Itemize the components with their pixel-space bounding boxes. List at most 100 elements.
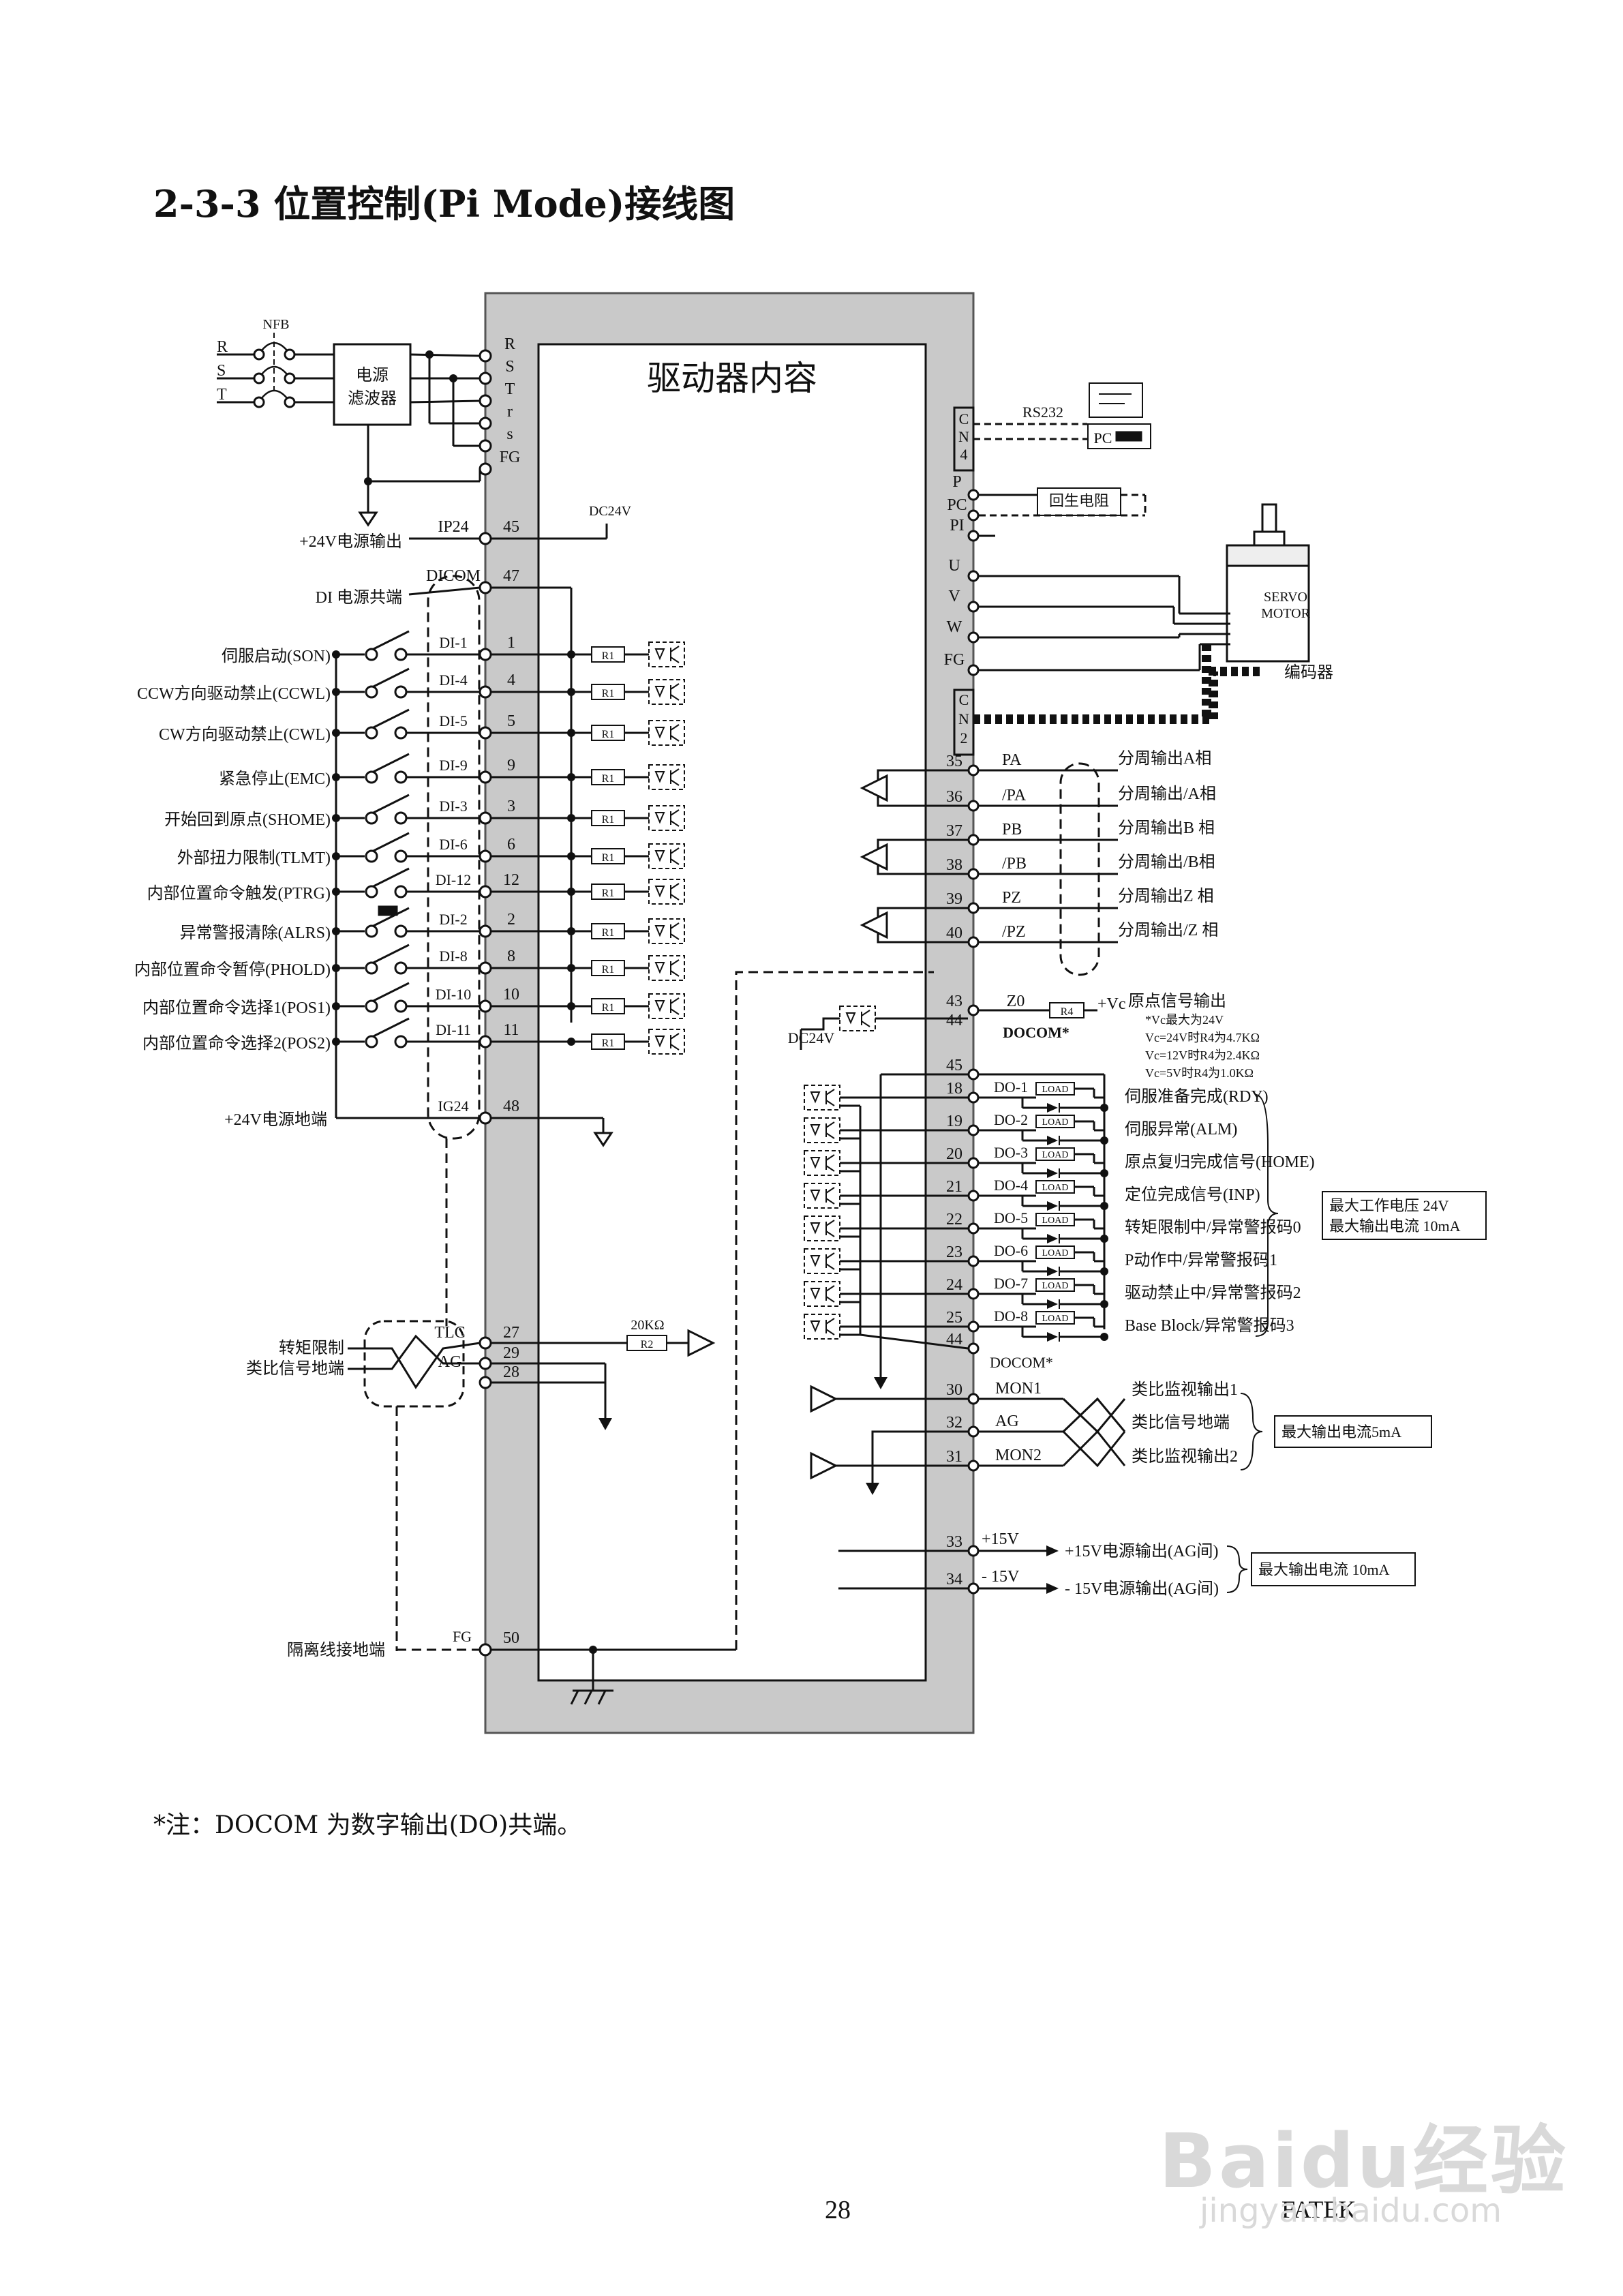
monitor-name: MON1 [995, 1380, 1042, 1398]
regen-pin: PI [950, 517, 964, 534]
do-name: DO-6 [994, 1242, 1028, 1259]
do-note: 最大工作电压 24V [1329, 1197, 1449, 1214]
drive-terminal [967, 1190, 980, 1202]
drive-title: 驱动器内容 [647, 359, 817, 397]
pin-number: 25 [946, 1309, 962, 1327]
brand-label: FATEK [1281, 2196, 1356, 2223]
monitor-desc: 类比监视输出1 [1132, 1380, 1238, 1399]
pin-number: 34 [946, 1571, 962, 1588]
di-name: DI-8 [439, 948, 468, 965]
analog-desc: 类比信号地端 [246, 1359, 344, 1378]
drive-terminal [967, 1068, 980, 1081]
switch-contact [394, 685, 408, 699]
resistor-label: R1 [602, 852, 615, 864]
twisted-pair [1062, 1430, 1126, 1467]
filter-out-wire [410, 399, 481, 404]
flyback-diode-icon [1047, 1299, 1058, 1309]
flyback-diode-icon [1047, 1103, 1058, 1113]
mon-inner [871, 1430, 968, 1483]
switch-blade [373, 708, 410, 729]
flyback-diode-icon [1047, 1234, 1058, 1243]
load-label: LOAD [1042, 1281, 1069, 1291]
resistor-label: R1 [602, 688, 615, 699]
opto-transistor [670, 922, 680, 929]
pin-number: 28 [503, 1363, 519, 1381]
regen-pin: P [952, 473, 961, 491]
cn4-letter: C [959, 410, 969, 427]
di-name: DI-2 [439, 911, 468, 928]
twisted-pair [368, 1342, 481, 1389]
resistor-label: R1 [602, 888, 615, 899]
power-terminal [479, 372, 492, 385]
opto-transistor [825, 1132, 835, 1139]
docom-label: DOCOM* [1003, 1024, 1070, 1041]
opto-transistor [670, 847, 680, 854]
mon-note-box [1274, 1415, 1432, 1448]
pwr-note: 最大输出电流 10mA [1258, 1561, 1390, 1578]
arrow-icon [1046, 1545, 1059, 1556]
switch-contact [394, 849, 408, 863]
flyback-diode-icon [1047, 1201, 1058, 1211]
pin-number: 27 [503, 1324, 519, 1342]
servo-shaft-icon [1253, 530, 1286, 547]
junction-dot [1100, 1169, 1108, 1177]
switch-contact [394, 726, 408, 740]
switch-contact [365, 999, 378, 1013]
nfb-terminal [284, 396, 296, 408]
servo-label: MOTOR [1261, 606, 1311, 621]
power-desc: +24V电源输出 [299, 532, 402, 551]
pin-number: 39 [946, 890, 962, 908]
di-desc: 内部位置命令选择2(POS2) [142, 1034, 331, 1053]
mon-note: 最大输出电流5mA [1281, 1423, 1401, 1440]
do-name: DO-4 [994, 1177, 1028, 1194]
pulse-inner [877, 769, 968, 781]
di-name: DI-10 [436, 986, 472, 1003]
power-terminal [479, 417, 492, 430]
opto-transistor [670, 1044, 680, 1051]
opto-diode [810, 1091, 821, 1104]
power-terminal-label: r [507, 403, 513, 421]
load-label: LOAD [1042, 1150, 1069, 1160]
junction-dot [364, 477, 372, 485]
nfb-terminal [253, 348, 265, 361]
servo-shaft-icon [1261, 503, 1277, 533]
pin-number: 47 [503, 567, 519, 585]
pin-number: 10 [503, 986, 519, 1003]
opto-transistor [670, 768, 680, 775]
junction-dot [1100, 1136, 1108, 1145]
drive-terminal [967, 1124, 980, 1136]
drive-terminal [967, 664, 980, 676]
drive-terminal [967, 1091, 980, 1104]
z0-note: *Vc最大为24V [1145, 1013, 1224, 1027]
r2-value: 20KΩ [631, 1318, 664, 1333]
opto-diode [654, 727, 665, 739]
drive-terminal [479, 648, 492, 661]
pin-number: 40 [946, 924, 962, 942]
pc-label: PC [1094, 429, 1112, 447]
pin-number: 48 [503, 1098, 519, 1115]
load-label: LOAD [1042, 1085, 1069, 1095]
motor-pin: W [947, 618, 962, 636]
switch-contact [394, 885, 408, 898]
resistor-label: R1 [602, 814, 615, 826]
ptrg-mark [378, 905, 398, 916]
do-name: DO-8 [994, 1308, 1028, 1325]
pin-number: 23 [946, 1243, 962, 1261]
breaker-arc [261, 389, 288, 399]
junction-dot [449, 374, 457, 382]
line-driver-icon [860, 843, 888, 871]
drive-terminal [967, 1255, 980, 1267]
junction-dot [1100, 1202, 1108, 1210]
switch-contact [365, 685, 378, 699]
opto-transistor [825, 1198, 835, 1205]
opto-transistor [825, 1089, 835, 1096]
do-note-box [1322, 1191, 1487, 1240]
pwr-note-box [1251, 1552, 1416, 1586]
opto-transistor [825, 1100, 835, 1106]
di-name: DI-6 [439, 836, 468, 853]
fg-shield-dash [735, 971, 934, 1650]
switch-contact [365, 811, 378, 825]
z0-note: Vc=12V时R4为2.4KΩ [1145, 1048, 1260, 1062]
pin-number: 2 [507, 911, 515, 928]
drive-terminal [967, 902, 980, 914]
